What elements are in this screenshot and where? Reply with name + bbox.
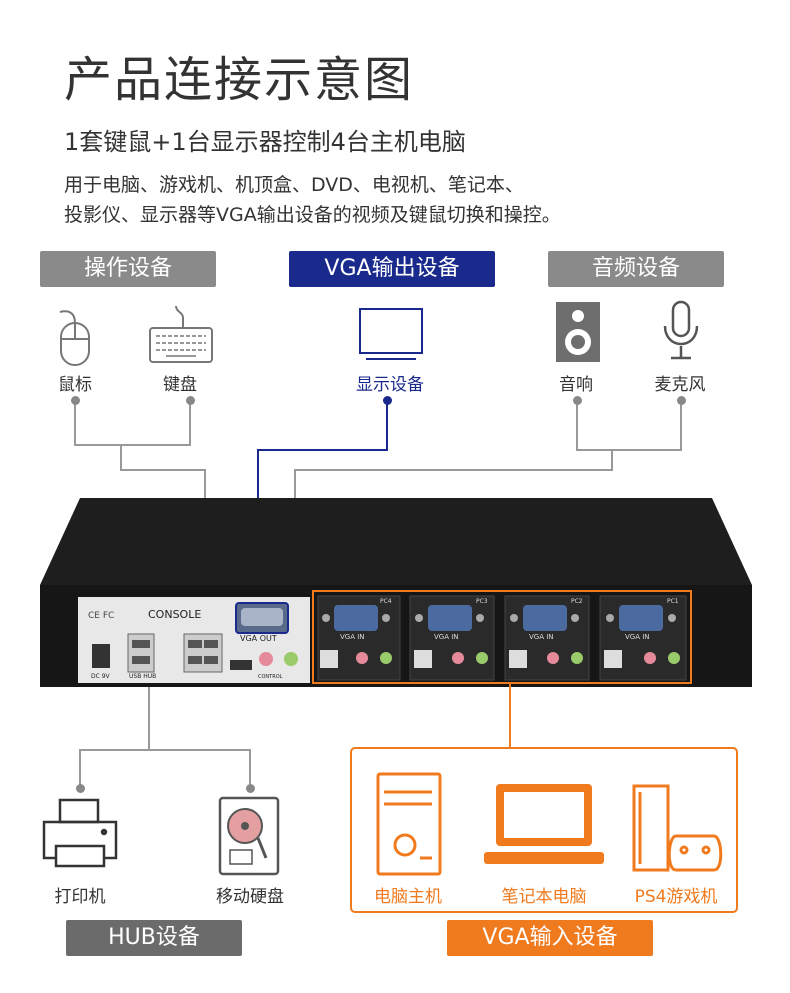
pc1-panel	[599, 595, 687, 681]
hub-devices-label: HUB设备	[66, 920, 242, 956]
pc-tower-icon	[376, 772, 442, 876]
pc3-vga-in-label: VGA IN	[434, 633, 459, 641]
microphone-connector-dot	[677, 396, 686, 405]
description: 用于电脑、游戏机、机顶盒、DVD、电视机、笔记本、 投影仪、显示器等VGA输出设…	[64, 170, 561, 230]
pc4-panel	[317, 595, 401, 681]
keyboard-label: 键盘	[163, 375, 197, 395]
printer-connector-dot	[76, 784, 85, 793]
description-line-1: 用于电脑、游戏机、机顶盒、DVD、电视机、笔记本、	[64, 174, 524, 196]
vga-input-devices-label: VGA输入设备	[447, 920, 653, 956]
ce-fc-mark: CE FC	[88, 611, 115, 621]
operation-devices-label: 操作设备	[40, 251, 216, 287]
pc1-port-label: PC1	[667, 598, 679, 605]
pc3-port-label: PC3	[476, 598, 488, 605]
page-title: 产品连接示意图	[64, 52, 415, 108]
mouse-connector-dot	[71, 396, 80, 405]
pc3-panel	[409, 595, 495, 681]
pc4-vga-in-label: VGA IN	[340, 633, 365, 641]
hub-lines	[79, 687, 251, 790]
mouse-label: 鼠标	[58, 375, 92, 395]
microphone-label: 麦克风	[654, 375, 706, 395]
pc-host-label: 电脑主机	[374, 887, 442, 907]
printer-icon	[42, 798, 118, 868]
page-subtitle: 1套键鼠+1台显示器控制4台主机电脑	[64, 128, 466, 156]
monitor-label: 显示设备	[356, 375, 424, 395]
pc-port-panels	[317, 595, 687, 681]
hard-drive-label: 移动硬盘	[216, 887, 284, 907]
ps4-icon	[632, 784, 723, 872]
laptop-icon	[484, 784, 604, 864]
printer-label: 打印机	[54, 887, 106, 907]
hard-drive-connector-dot	[246, 784, 255, 793]
mouse-icon	[59, 310, 90, 366]
pc1-vga-in-label: VGA IN	[625, 633, 650, 641]
speaker-icon	[556, 302, 600, 362]
dc-label: DC 9V	[91, 673, 110, 680]
laptop-label: 笔记本电脑	[501, 887, 587, 907]
microphone-icon	[663, 300, 699, 360]
pc2-vga-in-label: VGA IN	[529, 633, 554, 641]
pc2-port-label: PC2	[571, 598, 583, 605]
pc2-panel	[504, 595, 590, 681]
audio-devices-label: 音频设备	[548, 251, 724, 287]
vga-input-frame	[350, 747, 738, 913]
vga-out-label: VGA OUT	[240, 634, 277, 643]
pc4-port-label: PC4	[380, 598, 392, 605]
monitor-connector-dot	[383, 396, 392, 405]
console-label: CONSOLE	[148, 608, 202, 621]
hard-drive-icon	[218, 796, 280, 876]
speaker-connector-dot	[573, 396, 582, 405]
keyboard-icon	[149, 305, 213, 363]
monitor-icon	[359, 308, 423, 360]
control-label: CONTROL	[258, 674, 283, 680]
speaker-label: 音响	[559, 375, 593, 395]
usb-hub-label: USB HUB	[129, 673, 157, 680]
vga-output-devices-label: VGA输出设备	[289, 251, 495, 287]
description-line-2: 投影仪、显示器等VGA输出设备的视频及键鼠切换和操控。	[64, 204, 561, 226]
ps4-label: PS4游戏机	[634, 887, 718, 907]
keyboard-connector-dot	[186, 396, 195, 405]
